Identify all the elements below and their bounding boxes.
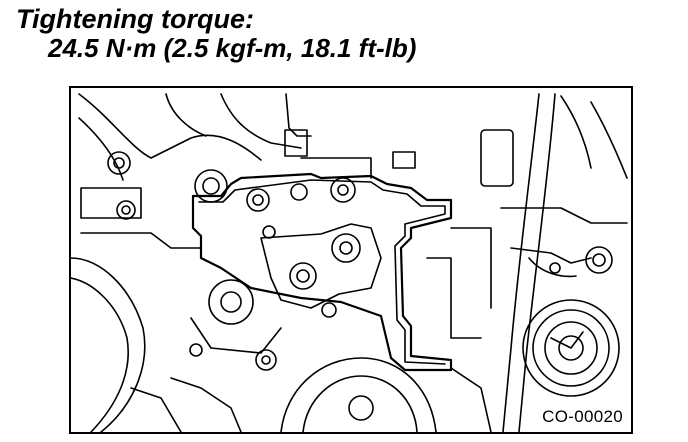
tensioner-bolt [585,246,613,274]
right-rod [502,93,540,432]
upper-left-housing [78,93,262,161]
figure-code: CO-00020 [542,407,623,426]
torque-heading: Tightening torque: 24.5 N·m (2.5 kgf-m, … [16,4,416,63]
timing-cover-outline [191,172,453,372]
cover-bolt-4 [330,177,356,203]
water-pump [280,357,437,432]
cover-bolt-3 [290,183,308,201]
torque-value: 24.5 N·m (2.5 kgf-m, 18.1 ft-lb) [48,33,417,64]
torque-label: Tightening torque: [16,4,254,34]
left-pulley [71,257,146,432]
cover-bolt-2 [246,188,270,212]
cover-bolt-1 [194,169,228,203]
idler-pulley [208,279,254,325]
cover-bolt-6 [289,262,317,290]
engine-figure: CO-00020 [69,86,633,434]
cover-bolt-5 [331,233,361,263]
engine-drawing [71,93,628,432]
crank-pulley [522,299,620,397]
upper-left-bolt [107,151,131,175]
lower-left-bolt [255,349,277,371]
